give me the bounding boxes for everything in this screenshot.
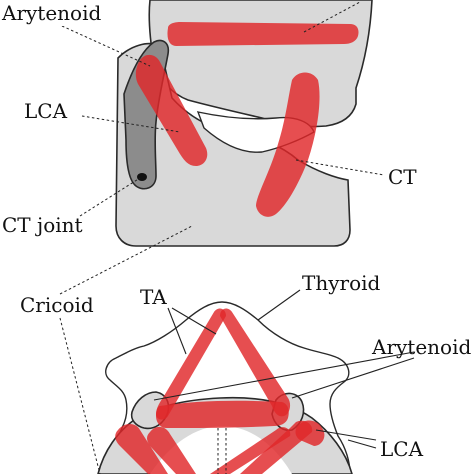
ta-muscle-left [156, 308, 226, 420]
lateral-view [115, 0, 373, 247]
interarytenoid-muscle [156, 400, 289, 428]
label-cricoid: Cricoid [20, 293, 94, 317]
leader-thyroid-top [303, 1, 361, 33]
leader-lca-bottom-a [315, 429, 377, 441]
leader-lca-bottom-b [347, 439, 377, 449]
label-ct-joint: CT joint [2, 213, 83, 237]
label-arytenoid-bottom: Arytenoid [371, 335, 471, 359]
pca-muscle-right [210, 427, 291, 474]
ta-muscle-right [220, 308, 291, 417]
superior-view [97, 301, 353, 474]
leader-lca-side [81, 115, 181, 133]
label-bg-arytenoid-top [0, 0, 120, 26]
leader-ta-right [171, 307, 217, 335]
leader-thyroid [257, 289, 301, 321]
label-ct: CT [388, 165, 417, 189]
lca-muscle-far-right [295, 420, 325, 446]
ct-joint-dot [137, 173, 147, 181]
pca-muscle-left [147, 426, 196, 474]
leader-arytenoid-right [291, 357, 415, 399]
labels: Arytenoid LCA CT CT joint Cricoid TA Thy… [0, 0, 471, 461]
label-arytenoid-top: Arytenoid [1, 1, 101, 25]
ct-muscle-lateral [256, 72, 320, 217]
lca-muscle-left [115, 424, 168, 474]
label-thyroid: Thyroid [302, 271, 381, 295]
label-ta: TA [140, 285, 167, 309]
ta-muscle-lateral [167, 22, 359, 46]
lca-muscle-right [240, 420, 313, 474]
leader-arytenoid-left [153, 351, 415, 401]
label-lca-side: LCA [24, 99, 68, 123]
leader-lines [59, 1, 415, 474]
leader-arytenoid-top [61, 25, 151, 67]
lca-muscle-lateral [135, 54, 208, 166]
leader-ct-joint [79, 177, 141, 217]
label-lca-bottom: LCA [380, 437, 424, 461]
leader-cricoid-down [59, 317, 101, 474]
leader-ta-left [167, 307, 187, 355]
